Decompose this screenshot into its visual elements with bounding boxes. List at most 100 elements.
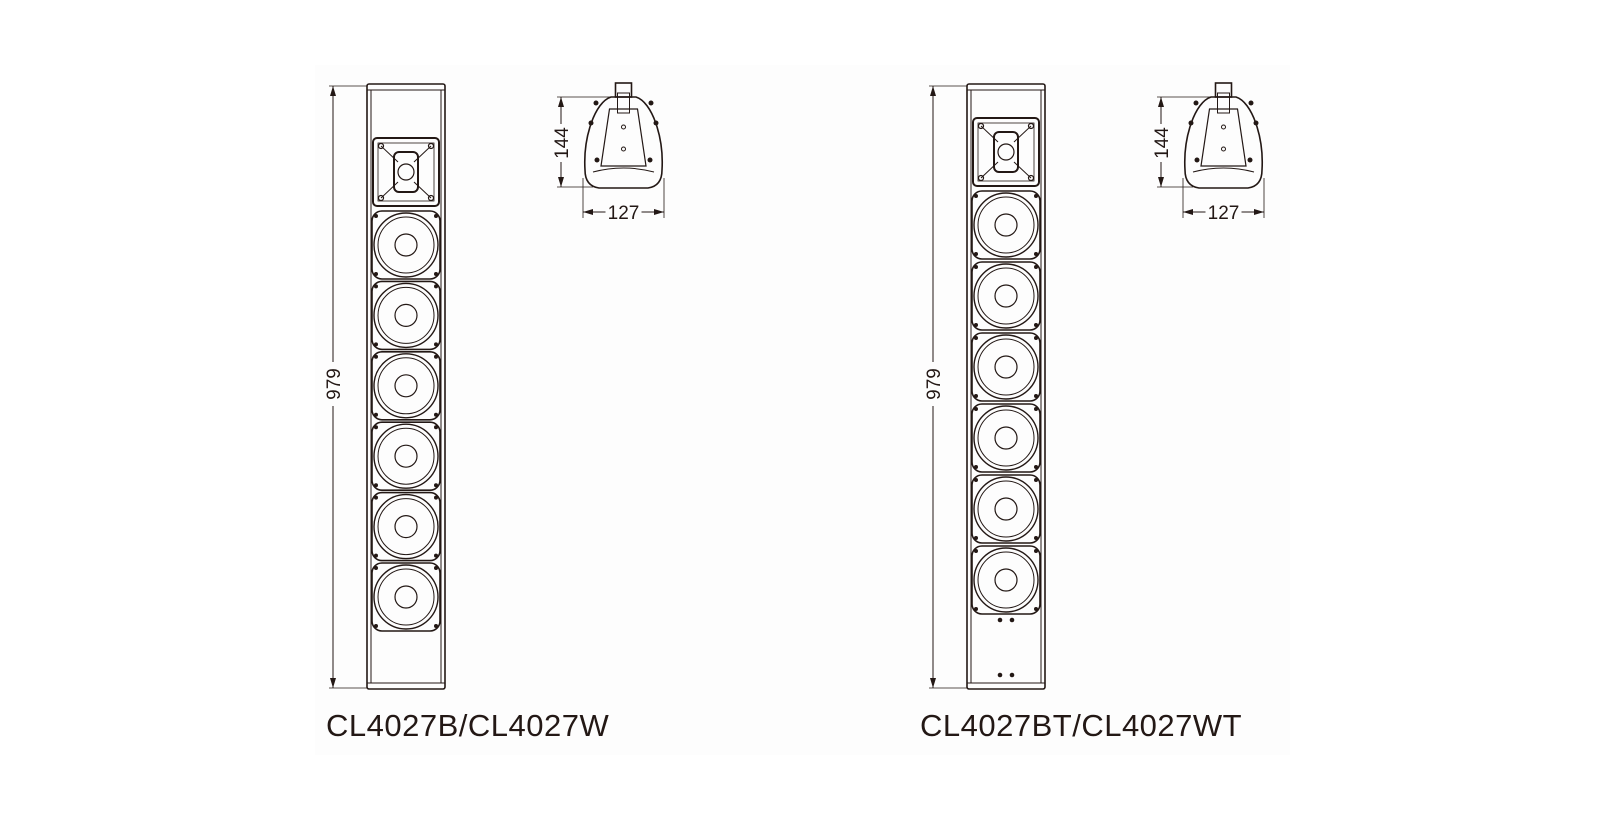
width-dimension-label: 127: [608, 203, 640, 224]
depth-dimension-label: 144: [552, 127, 573, 159]
height-label-bg: [923, 362, 943, 406]
tweeter-dome: [997, 143, 1015, 161]
woofer-basket: [971, 261, 1041, 331]
woofer-basket: [371, 562, 441, 632]
woofer-screw: [1034, 478, 1038, 482]
top-view-front-edge: [1192, 167, 1255, 173]
woofer-surround-inner: [977, 480, 1035, 538]
woofer: [371, 491, 441, 562]
woofer-basket: [971, 403, 1041, 473]
top-view-screw: [1253, 120, 1259, 126]
woofer-basket: [371, 350, 441, 421]
woofer-dust-cap: [994, 213, 1018, 237]
height-dimension-arrow-top: [330, 86, 336, 96]
tweeter-spoke: [380, 145, 399, 163]
woofer-surround-outer: [973, 334, 1039, 400]
top-view-screw: [1247, 157, 1253, 163]
depth-dimension-arrow-top: [558, 97, 564, 107]
woofer-screw: [974, 465, 978, 469]
cabinet-inner-outline: [370, 89, 442, 684]
woofer-screw: [1034, 407, 1038, 411]
woofer-screw: [434, 495, 438, 500]
woofer: [371, 280, 441, 351]
woofer-screw: [1034, 194, 1038, 198]
height-dimension-arrow-bottom: [330, 678, 336, 688]
woofer-surround-inner: [977, 196, 1035, 254]
tweeter-screw: [1027, 122, 1035, 130]
tweeter-frame: [372, 137, 440, 207]
woofer-surround-inner: [377, 427, 435, 485]
model-label-right: CL4027BT/CL4027WT: [920, 708, 1243, 743]
tweeter-spoke: [380, 181, 399, 199]
woofer-screw: [374, 553, 378, 558]
woofer: [971, 190, 1041, 260]
top-view-hole: [1221, 146, 1226, 152]
width-label-bg: [605, 202, 642, 222]
woofer-screw: [1034, 336, 1038, 340]
woofer-dust-cap: [394, 374, 418, 398]
model-label-left: CL4027B/CL4027W: [326, 708, 610, 743]
top-view-inner-panel: [600, 108, 647, 167]
woofer-surround-outer: [373, 282, 439, 349]
woofer-screw: [374, 214, 378, 218]
cabinet-outline: [366, 83, 446, 690]
woofer-screw: [1034, 536, 1038, 540]
woofer-basket: [971, 190, 1041, 260]
woofer-surround-outer: [373, 564, 439, 630]
woofer-dust-cap: [994, 284, 1018, 308]
woofer-screw: [1034, 394, 1038, 398]
woofer-screw: [374, 483, 378, 488]
woofer-basket: [971, 474, 1041, 544]
woofer-screw: [374, 566, 378, 570]
tweeter-screw: [377, 194, 385, 202]
depth-dimension-label: 144: [1152, 127, 1173, 159]
woofer-surround-inner: [977, 551, 1035, 609]
woofer-screw: [434, 284, 438, 289]
woofer-screw: [374, 624, 378, 628]
top-view-screw: [593, 100, 599, 106]
woofer-screw: [974, 252, 978, 256]
woofer-screw: [1034, 607, 1038, 611]
woofer-screw: [434, 566, 438, 570]
tweeter-frame: [972, 117, 1040, 187]
width-dimension-arrow-right: [1254, 209, 1264, 215]
tweeter-screw: [427, 194, 435, 202]
woofer-basket: [371, 210, 441, 280]
woofer-screw: [974, 265, 978, 269]
woofer-surround-outer: [373, 353, 439, 419]
connector-dot: [1009, 672, 1015, 678]
woofer-surround-outer: [973, 263, 1039, 329]
woofer-surround-inner: [977, 409, 1035, 467]
woofer-surround-inner: [977, 267, 1035, 325]
connector-dot: [997, 617, 1003, 623]
woofer-screw: [974, 194, 978, 198]
tweeter-inner-frame: [377, 142, 435, 202]
woofer-surround-inner: [377, 216, 435, 274]
woofer: [971, 332, 1041, 402]
width-label-bg: [1205, 202, 1242, 222]
tweeter-horn: [993, 131, 1019, 173]
woofer-basket: [371, 421, 441, 492]
woofer-screw: [434, 553, 438, 558]
woofer-surround-outer: [973, 476, 1039, 542]
woofer-screw: [434, 624, 438, 628]
top-view-mount: [1217, 92, 1230, 114]
woofer-screw: [434, 483, 438, 488]
woofer-screw: [374, 425, 378, 430]
woofer-screw: [374, 284, 378, 289]
woofer-surround-outer: [973, 547, 1039, 613]
top-view-screw: [1194, 157, 1200, 163]
top-view-screw: [594, 157, 600, 163]
woofer-screw: [1034, 465, 1038, 469]
woofer-surround-inner: [977, 338, 1035, 396]
woofer-basket: [971, 332, 1041, 402]
woofer-dust-cap: [994, 497, 1018, 521]
woofer-surround-outer: [973, 405, 1039, 471]
woofer-basket: [371, 280, 441, 351]
woofer-screw: [974, 407, 978, 411]
height-dimension-label: 979: [924, 368, 945, 400]
woofer-screw: [434, 354, 438, 359]
woofer-screw: [434, 425, 438, 430]
woofer: [371, 210, 441, 280]
top-view-bracket: [1214, 82, 1233, 98]
